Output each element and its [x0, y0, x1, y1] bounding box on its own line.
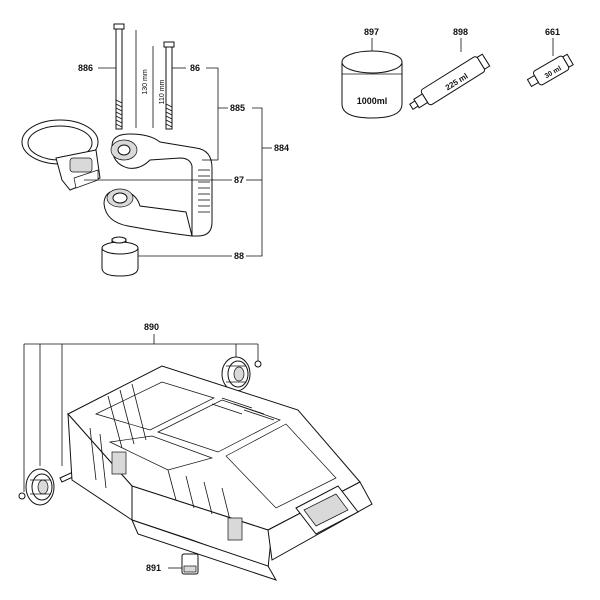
callout-897: 897: [364, 27, 379, 37]
bolt-short: [163, 41, 175, 130]
callout-661: 661: [545, 27, 560, 37]
grease-tube-small: [526, 53, 574, 88]
grease-jar: [341, 50, 403, 119]
callout-87: 87: [234, 175, 244, 185]
latch-left: [111, 451, 127, 475]
carrying-case: [67, 365, 373, 581]
leader-lines-handle: [84, 67, 272, 257]
callout-86: 86: [190, 63, 200, 73]
bolt-long: [113, 23, 125, 130]
washer-left: [18, 492, 26, 500]
callout-891: 891: [146, 563, 161, 573]
nut-cylinder: [101, 236, 139, 277]
clamp-ring: [21, 119, 101, 191]
washer-right: [254, 360, 262, 368]
callout-885: 885: [230, 103, 245, 113]
latch-right: [227, 517, 243, 541]
leader-lines-case: [23, 334, 259, 569]
measure-lines: [135, 30, 154, 128]
jar-label: 1000ml: [357, 96, 388, 106]
wheel-left: [25, 468, 55, 506]
callout-884: 884: [274, 143, 289, 153]
latch-part: [181, 553, 199, 575]
auxiliary-handle: [103, 133, 213, 237]
callout-898: 898: [453, 27, 468, 37]
measure-130mm: 130 mm: [142, 69, 149, 94]
callout-88: 88: [234, 251, 244, 261]
callout-890: 890: [144, 322, 159, 332]
wheel-right: [221, 356, 251, 392]
grease-tube-large: [409, 53, 491, 110]
measure-110mm: 110 mm: [159, 79, 166, 104]
callout-886: 886: [78, 63, 93, 73]
